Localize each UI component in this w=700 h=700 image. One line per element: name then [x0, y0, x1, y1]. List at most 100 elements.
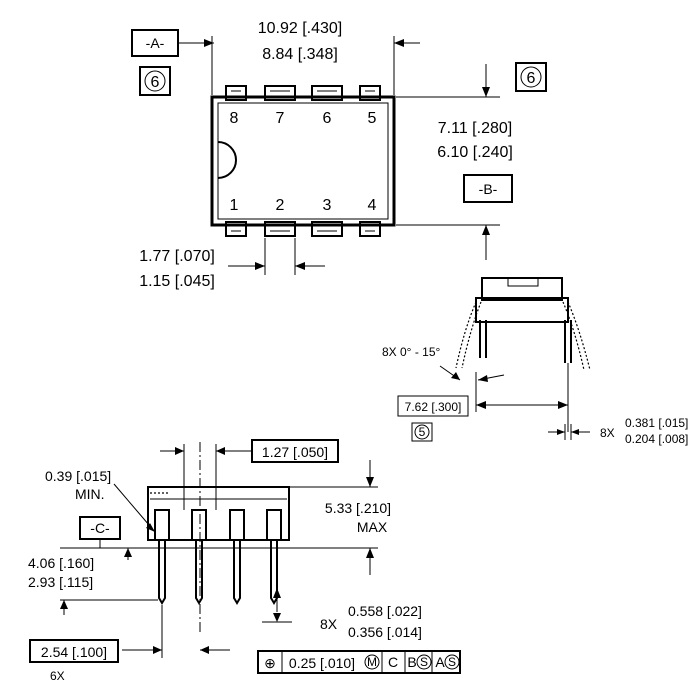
end-view: 8X 0° - 15° 7.62 [.300] 5 8X 0.381 [.015…: [382, 277, 688, 446]
side-shoulder-4: [266, 509, 282, 541]
package-body-outer: [210, 95, 396, 227]
position-icon: ⊕: [264, 655, 276, 671]
fcf-datum-3: A: [435, 654, 445, 670]
top-view: -A- 6 10.92 [.430] 8.84 [.348] 6: [131, 20, 547, 290]
end-body-top: [481, 277, 563, 301]
width-min-text: 6.10 [.240]: [437, 144, 513, 161]
length-max-text: 10.92 [.430]: [258, 20, 343, 37]
datum-a-arrow: [204, 39, 214, 47]
pitch-text: 2.54 [.100]: [41, 644, 107, 660]
pitch-tol-text: 1.27 [.050]: [262, 444, 328, 460]
leadthk-count: 8X: [600, 426, 615, 440]
leaddia-arrow-bottom: [273, 613, 281, 622]
side-shoulder-2: [191, 509, 207, 541]
leadlen-min-text: 2.93 [.115]: [28, 574, 93, 590]
leaddia-count: 8X: [320, 616, 338, 632]
rowspace-arrow-right: [558, 401, 568, 409]
note-a-circle: [144, 70, 166, 92]
pin-label-4: 4: [368, 197, 377, 214]
width-max-text: 7.11 [.280]: [438, 120, 512, 137]
feature-control-frame: ⊕ 0.25 [.010] M C B S A S: [257, 650, 461, 674]
fcf-tolerance: 0.25 [.010]: [289, 655, 355, 671]
height-max-text: 5.33 [.210]: [325, 500, 391, 516]
side-body: [147, 486, 290, 541]
pin-label-8: 8: [230, 110, 239, 127]
length-arrow-right: [394, 39, 404, 47]
side-shoulder-1: [154, 509, 170, 541]
note-b-circle: [520, 66, 542, 88]
fcf-mod-2: S: [420, 655, 428, 669]
rowspace-text: 7.62 [.300]: [405, 400, 462, 414]
angle-arrow-right: [478, 375, 488, 382]
leaddia-arrow-top: [273, 588, 281, 598]
note-b-box: [515, 62, 547, 92]
fcf-datum-1: C: [388, 654, 398, 670]
leadlen-arrow-top: [124, 548, 132, 557]
leaddia-max: 0.558 [.022]: [348, 603, 422, 619]
pin-ticks: [231, 90, 375, 232]
pin-label-3: 3: [323, 197, 332, 214]
note-b-number: 6: [527, 70, 536, 87]
height-arrow-top: [366, 477, 374, 487]
leadlen-max-text: 4.06 [.160]: [28, 555, 94, 571]
seat-min-text: 0.39 [.015]: [45, 468, 111, 484]
datum-b-label: -B-: [479, 181, 498, 197]
end-lead-right-flared: [567, 301, 591, 371]
note5-number: 5: [419, 425, 426, 439]
note-a-box: [139, 66, 171, 96]
rfs-circle-icon-2: [444, 654, 460, 670]
width-arrow-bottom: [482, 225, 490, 235]
side-lead-1: [158, 540, 166, 605]
end-body-window: [507, 277, 539, 287]
leadw-arrow-right: [295, 262, 305, 270]
end-body-shoulder: [475, 297, 569, 323]
leadw-max-text: 1.77 [.070]: [139, 248, 215, 265]
pitch-arrow-right: [200, 646, 209, 654]
leadthk-min: 0.204 [.008]: [625, 432, 688, 446]
package-body-inner: [217, 102, 389, 220]
rfs-circle-icon: [416, 654, 432, 670]
side-view: 1.27 [.050] 0.39 [.015] MIN.: [28, 439, 422, 683]
note5-circle: [414, 424, 430, 440]
rowspace-arrow-left: [476, 401, 486, 409]
leadw-min-text: 1.15 [.045]: [139, 273, 215, 290]
pin1-notch: [217, 141, 237, 179]
pitch-count: 6X: [50, 669, 65, 683]
pin-label-7: 7: [276, 110, 285, 127]
pitch-tol-arrow-left: [175, 447, 184, 455]
fcf-datum-2: B: [407, 654, 416, 670]
leadw-arrow-left: [255, 262, 265, 270]
leaddia-min: 0.356 [.014]: [348, 624, 422, 640]
datum-b-frame: [463, 174, 513, 203]
width-arrow-top: [482, 87, 490, 97]
side-shoulder-3: [229, 509, 245, 541]
lead-angle-text: 8X 0° - 15°: [382, 345, 440, 359]
datum-c-label: -C-: [90, 520, 110, 536]
leadthk-arrow-left: [557, 429, 565, 435]
fcf-frame: [257, 650, 461, 674]
pin-label-2: 2: [276, 197, 285, 214]
side-lead-4: [270, 540, 278, 605]
side-lead-2: [195, 540, 203, 605]
note-a-number: 6: [151, 74, 160, 91]
rowspace-frame: [397, 395, 469, 417]
height-arrow-bottom: [366, 548, 374, 558]
pin-label-1: 1: [230, 197, 239, 214]
angle-arrow-left: [451, 372, 460, 380]
mmc-circle-icon: [364, 654, 380, 670]
fcf-mod-3: S: [448, 655, 456, 669]
leadlen-arrow-bottom: [60, 600, 68, 609]
datum-a-label: -A-: [146, 35, 165, 51]
pitch-frame: [29, 639, 119, 663]
fcf-modifier: M: [367, 655, 377, 669]
leadthk-arrow-right: [571, 429, 579, 435]
end-lead-left-flared-2: [461, 301, 482, 369]
note5-box: [411, 422, 433, 442]
pitch-arrow-left: [153, 646, 162, 654]
pin-label-5: 5: [368, 110, 377, 127]
leadthk-max: 0.381 [.015]: [625, 416, 688, 430]
height-max-label: MAX: [357, 519, 388, 535]
end-lead-left-flared: [455, 301, 477, 369]
side-lead-3: [233, 540, 241, 605]
pin-label-6: 6: [323, 110, 332, 127]
